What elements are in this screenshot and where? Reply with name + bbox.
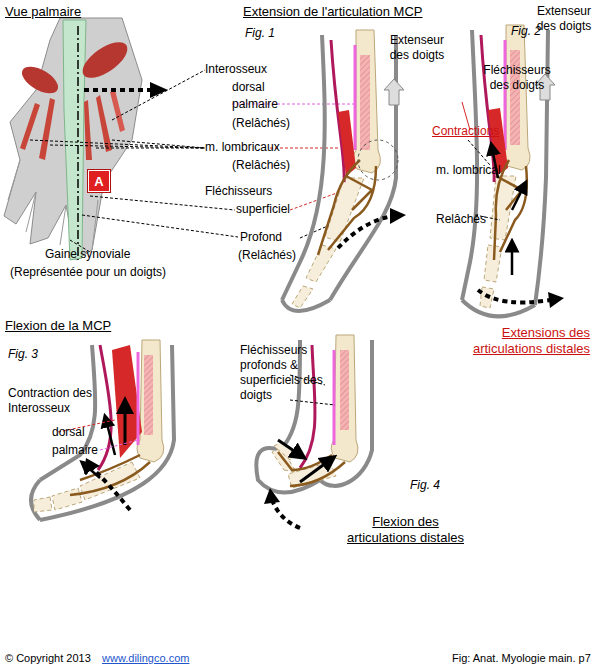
section-heading: Extension de l'articulation MCP bbox=[243, 4, 423, 20]
section-heading: Vue palmaire bbox=[5, 4, 81, 20]
figure-number: Fig. 2 bbox=[511, 24, 541, 39]
state-label: Relâchés bbox=[436, 212, 486, 227]
muscle-label: palmaire bbox=[232, 97, 278, 112]
figure-number: Fig. 1 bbox=[245, 26, 275, 41]
state-label: (Relâchés) bbox=[232, 158, 290, 173]
muscle-label: palmaire bbox=[52, 443, 98, 458]
state-label: (Relâchés) bbox=[238, 248, 296, 263]
muscle-label: dorsal bbox=[232, 80, 265, 95]
sheath-label: (Représentée pour un doigts) bbox=[10, 265, 166, 280]
muscle-label: dorsal bbox=[52, 425, 85, 440]
figure-number: Fig. 4 bbox=[410, 478, 440, 493]
palmar-hand bbox=[4, 18, 358, 260]
muscle-label: m. lombrical bbox=[436, 163, 501, 178]
muscle-label: m. lombricaux bbox=[205, 140, 280, 155]
state-label: (Relâchés) bbox=[232, 116, 290, 131]
figure-caption: Fig: Anat. Myologie main. p7 bbox=[452, 651, 591, 665]
movement-label: Extensions des articulations distales bbox=[452, 325, 590, 357]
section-heading: Flexion de la MCP bbox=[5, 318, 111, 334]
callout-box: A bbox=[88, 170, 110, 192]
figure-number: Fig. 3 bbox=[8, 347, 38, 362]
callout-letter: A bbox=[94, 174, 103, 189]
muscle-label: Contraction des Interosseux bbox=[8, 386, 108, 416]
copyright-note: © Copyright 2013 bbox=[5, 651, 91, 665]
state-label: Contractions bbox=[432, 124, 499, 139]
muscle-label: Fléchisseurs bbox=[205, 184, 272, 199]
sheath-label: Gaine synoviale bbox=[45, 247, 130, 262]
muscle-label: Profond bbox=[240, 230, 282, 245]
finger-fig1 bbox=[282, 30, 406, 311]
website-link: www.dilingco.com bbox=[102, 651, 189, 665]
finger-fig3 bbox=[31, 340, 174, 520]
muscle-label: Extenseur des doigts bbox=[385, 33, 449, 63]
muscle-label: Interosseux bbox=[205, 62, 267, 77]
movement-label: Flexion des articulations distales bbox=[338, 514, 473, 546]
muscle-label: Fléchisseurs des doigts bbox=[478, 63, 556, 93]
muscle-label: Fléchisseurs profonds & superficiels des… bbox=[240, 343, 328, 403]
muscle-label: Extenseur des doigts bbox=[533, 4, 595, 34]
muscle-label: superficiel bbox=[236, 202, 290, 217]
